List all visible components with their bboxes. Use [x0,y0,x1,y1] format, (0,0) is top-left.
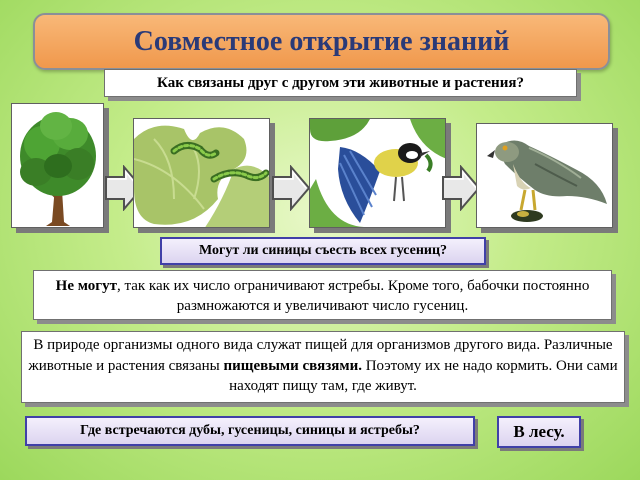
hawk-image [476,123,613,228]
hawk-icon [477,124,612,227]
main-question-box: Как связаны друг с другом эти животные и… [104,69,577,97]
bird-icon [310,119,445,227]
arrow-right-icon [442,165,481,211]
slide-title-bar: Совместное открытие знаний [33,13,610,70]
info-text-bold: пищевыми связями. [223,357,362,374]
question-caterpillars-box: Могут ли синицы съесть всех гусениц? [160,237,486,265]
info-text-part1: В природе организмы одного вида служат п… [28,337,613,374]
question-where-box: Где встречаются дубы, гусеницы, синицы и… [25,416,475,446]
question-caterpillars-text: Могут ли синицы съесть всех гусениц? [198,243,448,258]
answer-where-text: В лесу. [513,422,565,441]
answer-caterpillars-text: , так как их число ограничивают ястребы.… [116,278,590,314]
answer-caterpillars-box: Не могут, так как их число ограничивают … [33,270,612,320]
slide-title: Совместное открытие знаний [133,25,510,57]
oak-tree-image [11,103,104,228]
info-text-part2: Поэтому их не надо кормить. Они сами нах… [229,357,618,395]
answer-caterpillars-bold: Не могут [55,278,117,294]
answer-where-box: В лесу. [497,416,581,448]
main-question-text: Как связаны друг с другом эти животные и… [157,74,524,91]
tit-bird-image [309,118,446,228]
arrow-right-icon [272,165,311,211]
question-where-text: Где встречаются дубы, гусеницы, синицы и… [80,423,420,438]
food-chain-info-box: В природе организмы одного вида служат п… [21,331,625,403]
caterpillars-image [133,118,270,228]
oak-tree-icon [12,104,103,227]
caterpillar-icon [134,119,269,227]
